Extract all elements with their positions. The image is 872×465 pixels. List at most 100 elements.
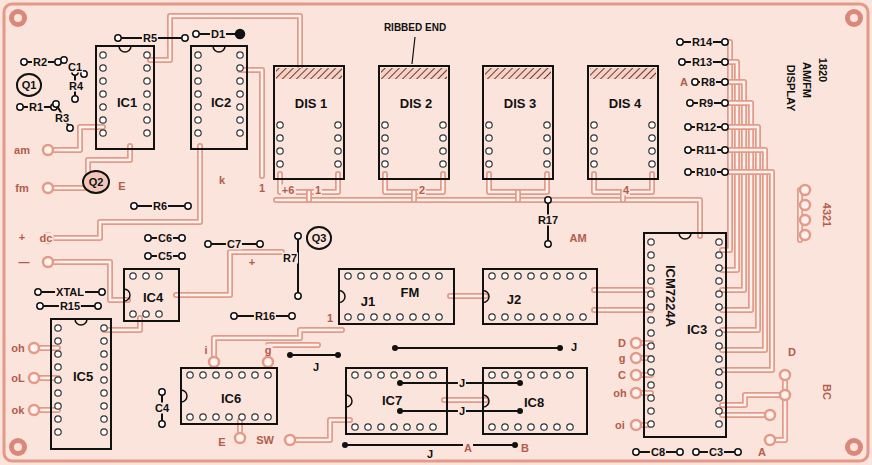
trace-fill (517, 192, 520, 200)
part-pad (145, 235, 151, 241)
pin-pad (486, 122, 492, 128)
part-pad (99, 289, 105, 295)
pin-pad (489, 372, 495, 378)
pin-pad (554, 314, 560, 320)
jumper-socket: J2 (482, 268, 598, 325)
part-label: C1 (67, 62, 83, 73)
part-pad (72, 96, 78, 102)
mounting-hole-center (850, 14, 858, 22)
pin-pad (648, 408, 654, 414)
trace-outline (306, 192, 312, 200)
pin-pad (716, 369, 722, 375)
ic-outline: IC6 (180, 367, 278, 425)
pin-pad (277, 135, 283, 141)
pin-pad (239, 372, 245, 378)
part-pad (685, 147, 691, 153)
pin-pad (430, 424, 436, 430)
part-pad (295, 293, 301, 299)
part-label: R16 (254, 311, 276, 322)
part-lead (297, 236, 299, 296)
pin-pad (358, 314, 364, 320)
pin-pad (277, 161, 283, 167)
pin-pad (187, 372, 193, 378)
pin-pad (648, 395, 654, 401)
part-name: Q3 (312, 233, 327, 244)
jumper-end (557, 345, 563, 351)
pin-pad (345, 273, 351, 279)
pin-pad (101, 338, 107, 344)
pin-pad (55, 377, 61, 383)
part-pad (545, 197, 551, 203)
pin-pad (200, 372, 206, 378)
pad-label: g (618, 353, 627, 364)
wire-jumper (395, 347, 560, 349)
pin-pad (486, 135, 492, 141)
wire-jumper (290, 354, 338, 356)
connection-pad (29, 405, 39, 415)
pin-pad (397, 273, 403, 279)
part-name: IC2 (211, 96, 231, 109)
part-pad (145, 253, 151, 259)
pin-pad (239, 414, 245, 420)
pin-pad (237, 78, 243, 84)
connection-pad (631, 353, 641, 363)
part-pad (179, 253, 185, 259)
pin-pad (100, 52, 106, 58)
pin-pad (544, 148, 550, 154)
pin-pad (237, 117, 243, 123)
part-name: Q2 (89, 177, 104, 188)
trace-outline (48, 146, 200, 238)
part-name: FM (401, 286, 420, 299)
pin-pad (716, 356, 722, 362)
part-name: Q1 (22, 80, 37, 91)
part-name: IC7 (382, 394, 402, 407)
pad-label: oL (10, 373, 25, 384)
pin-pad (335, 135, 341, 141)
pin-pad (365, 424, 371, 430)
pin-pad (265, 414, 271, 420)
pin-pad (237, 104, 243, 110)
trace-fill (150, 16, 300, 68)
pin-pad (143, 311, 149, 317)
pin-pad (502, 424, 508, 430)
pin-pad (391, 372, 397, 378)
trace-outline (276, 200, 700, 236)
pin-pad (101, 351, 107, 357)
connection-pad (263, 357, 273, 367)
part-pad (295, 233, 301, 239)
pin-pad (237, 52, 243, 58)
part-label: R12 (695, 122, 717, 133)
pin-pad (144, 52, 150, 58)
pin-pad (440, 161, 446, 167)
part-name: J2 (507, 293, 521, 306)
pin-pad (648, 343, 654, 349)
pin-pad (716, 421, 722, 427)
part-name: DIS 1 (295, 97, 328, 110)
pad-label: ok (11, 405, 26, 416)
pad-label: 4 (622, 185, 630, 196)
pin-pad (648, 421, 654, 427)
part-lead (64, 60, 84, 74)
pin-pad (382, 161, 388, 167)
part-label: R4 (68, 81, 84, 92)
pin-pad (423, 273, 429, 279)
pin-pad (410, 314, 416, 320)
connection-pad (631, 338, 641, 348)
pin-pad (384, 273, 390, 279)
trace-fill (450, 295, 486, 298)
pin-pad (648, 239, 654, 245)
mounting-hole (845, 9, 863, 27)
pad-label: 1 (314, 185, 322, 196)
jumper-end (517, 380, 523, 386)
pad-label: A (757, 447, 767, 458)
connection-pad (29, 373, 39, 383)
pin-pad (100, 91, 106, 97)
display-outline: DIS 4 (587, 65, 659, 180)
pin-pad (213, 414, 219, 420)
pin-pad (648, 382, 654, 388)
board-title: AM/FM (801, 61, 812, 99)
pin-pad (716, 239, 722, 245)
pin-pad (544, 122, 550, 128)
pad-label: 1 (258, 183, 266, 194)
